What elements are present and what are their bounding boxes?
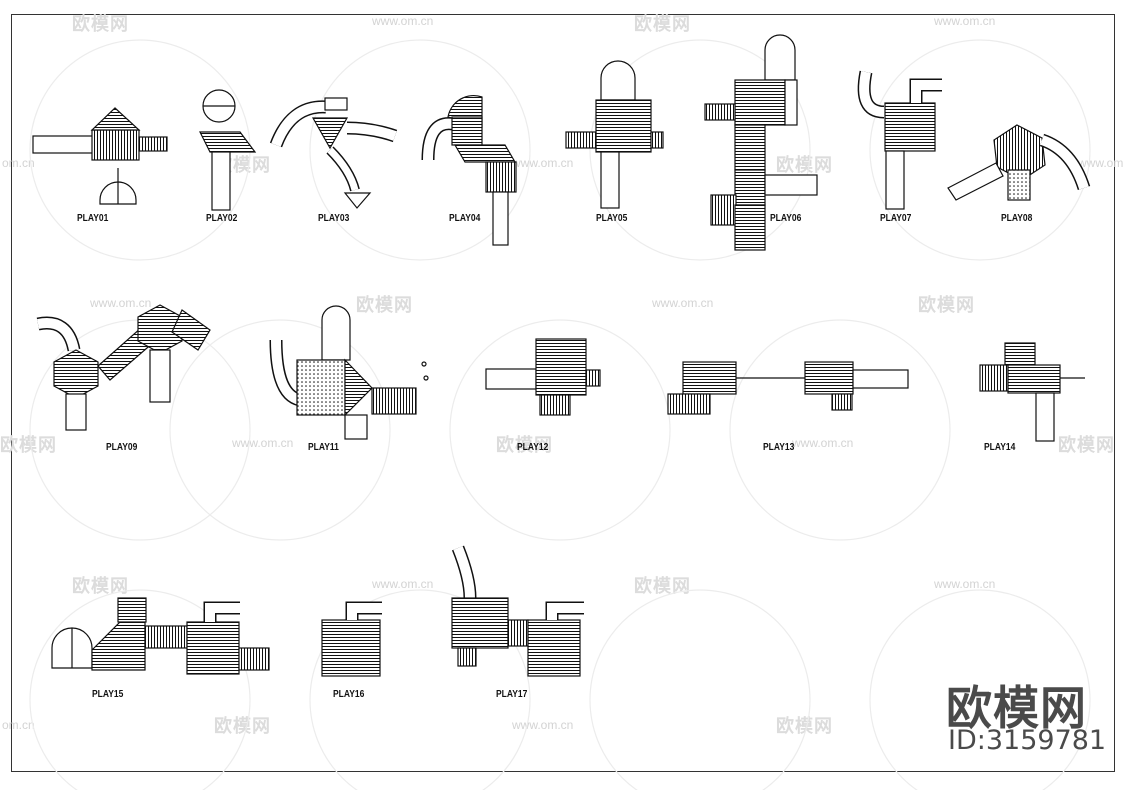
play17-plan: [451, 545, 584, 677]
watermark-cn: 欧模网: [918, 295, 975, 315]
watermark-url: www.om.cn: [372, 14, 434, 28]
play16-plan: [321, 601, 382, 677]
watermark-url: www.om.cn: [652, 296, 714, 310]
plan-label-play12: PLAY12: [517, 442, 549, 453]
plan-label-play15: PLAY15: [92, 689, 124, 700]
plan-label-play08: PLAY08: [1001, 213, 1033, 224]
watermark-cn: 欧模网: [496, 435, 553, 455]
asset-id: ID:3159781: [948, 725, 1107, 756]
watermark-url: www.om.cn: [934, 14, 996, 28]
plan-label-play04: PLAY04: [449, 213, 481, 224]
play01-plan: [32, 107, 168, 205]
play03-plan: [269, 97, 398, 209]
play12-plan: [485, 338, 601, 416]
watermark-url: om.cn: [2, 718, 35, 732]
play06-plan: [704, 34, 818, 251]
plan-label-play17: PLAY17: [496, 689, 528, 700]
play05-plan: [565, 60, 664, 209]
plan-label-play11: PLAY11: [308, 442, 339, 453]
watermark-cn: 欧模网: [72, 576, 129, 596]
play15-plan: [51, 597, 270, 675]
play13-plan: [667, 361, 909, 415]
plan-label-play16: PLAY16: [333, 689, 365, 700]
play04-plan: [421, 95, 517, 246]
play14-plan: [979, 342, 1085, 442]
watermark-url: www.om.cn: [512, 156, 574, 170]
plan-label-play13: PLAY13: [763, 442, 795, 453]
plan-label-play14: PLAY14: [984, 442, 1016, 453]
play08-plan: [947, 124, 1091, 201]
watermark-cn: 欧模网: [634, 14, 691, 34]
play02-plan: [199, 89, 257, 211]
plan-label-play09: PLAY09: [106, 442, 138, 453]
watermark-cn: 欧模网: [214, 716, 271, 736]
watermark-cn: 欧模网: [776, 155, 833, 175]
watermark-url: www.om.cn: [232, 436, 294, 450]
brand-logo-text: 欧模网: [946, 681, 1087, 735]
watermark-cn: 欧模网: [634, 576, 691, 596]
plan-label-play06: PLAY06: [770, 213, 802, 224]
watermark-cn: 欧模网: [0, 435, 57, 455]
watermark-url: www.om.cn: [90, 296, 152, 310]
watermark-cn: 欧模网: [356, 295, 413, 315]
plan-label-play05: PLAY05: [596, 213, 628, 224]
plan-label-play02: PLAY02: [206, 213, 238, 224]
drawing-sheet: [11, 14, 1115, 772]
watermark-cn: 欧模网: [776, 716, 833, 736]
watermark-cn: 欧模网: [1058, 435, 1115, 455]
watermark-url: www.om.cn: [934, 577, 996, 591]
watermark-cn: 欧模网: [72, 14, 129, 34]
watermark-url: www.om.cn: [792, 436, 854, 450]
play07-plan: [857, 70, 942, 210]
play11-plan: [269, 305, 429, 440]
plan-label-play03: PLAY03: [318, 213, 350, 224]
plan-label-play01: PLAY01: [77, 213, 109, 224]
watermark-url: www.om.cn: [372, 577, 434, 591]
play09-plan: [36, 304, 211, 431]
plan-label-play07: PLAY07: [880, 213, 912, 224]
watermark-url: om.cn: [2, 156, 35, 170]
